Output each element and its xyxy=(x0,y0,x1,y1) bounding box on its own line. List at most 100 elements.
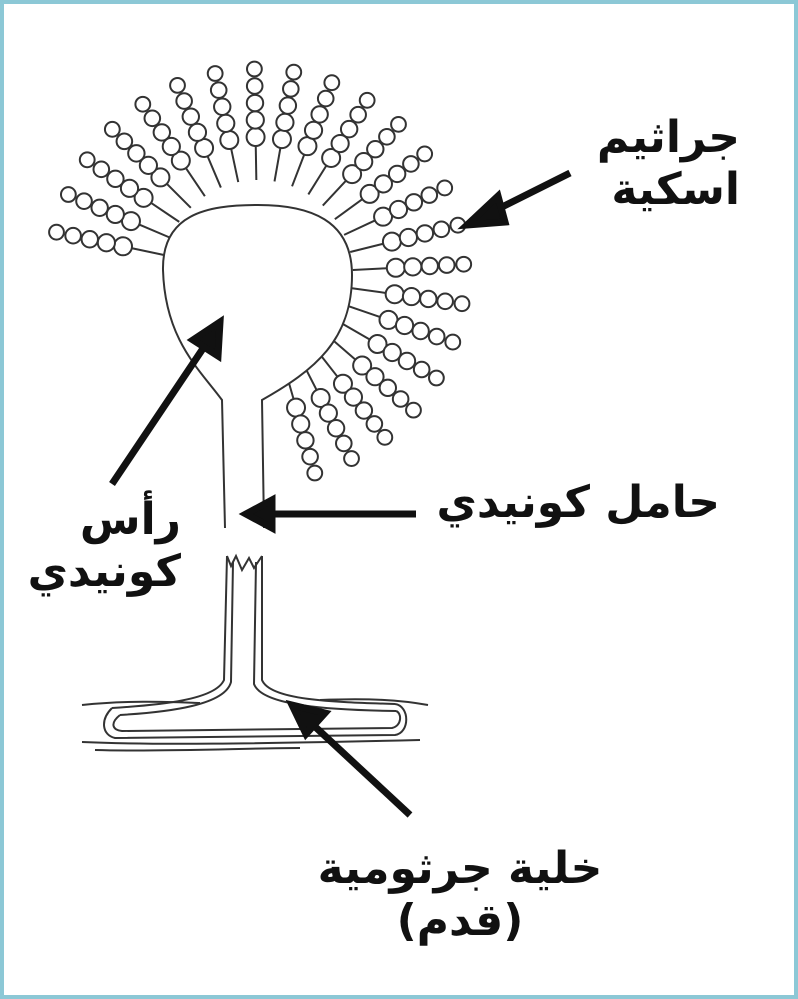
conidium xyxy=(367,416,383,432)
label-conidial-head-line-1: رأس xyxy=(6,494,181,546)
conidium xyxy=(404,258,421,275)
sterigma xyxy=(292,154,305,187)
conidium xyxy=(76,193,92,209)
conidium xyxy=(135,97,150,112)
sterigma xyxy=(344,220,376,235)
conidium xyxy=(98,234,115,251)
sterigma xyxy=(350,244,384,252)
sterigma xyxy=(348,306,381,317)
conidium xyxy=(247,128,265,146)
conidium xyxy=(386,285,404,303)
conidium xyxy=(247,78,263,94)
sterigma xyxy=(352,288,387,293)
conidium xyxy=(287,399,305,417)
conidium xyxy=(406,403,421,418)
conidium xyxy=(94,162,110,178)
conidium xyxy=(445,335,460,350)
conidium xyxy=(311,106,327,122)
conidium xyxy=(80,152,95,167)
sterigma xyxy=(131,248,165,255)
conidium xyxy=(380,380,396,396)
conidium xyxy=(247,111,264,128)
conidium xyxy=(437,294,453,310)
conidium xyxy=(189,124,206,141)
conidium xyxy=(387,259,405,277)
label-conidiophore-line-1: حامل كونيدي xyxy=(420,477,720,529)
conidium xyxy=(341,121,357,137)
conidium xyxy=(154,124,170,140)
conidium xyxy=(307,466,322,481)
conidium xyxy=(356,402,372,418)
label-conidial-head: رأس كونيدي xyxy=(6,494,181,598)
conidium xyxy=(292,415,309,432)
conidium xyxy=(391,117,406,132)
conidium xyxy=(399,353,415,369)
conidium xyxy=(247,95,263,111)
conidium xyxy=(145,111,161,127)
label-ascospores: جراثيم اسكية xyxy=(560,112,740,216)
conidium xyxy=(437,181,452,196)
foot-cell-inner xyxy=(113,711,400,731)
conidium xyxy=(128,145,144,161)
conidium xyxy=(305,122,322,139)
conidium xyxy=(217,115,234,132)
sterigma xyxy=(150,202,179,222)
conidium xyxy=(414,362,430,378)
sterigma xyxy=(335,199,363,220)
conidium xyxy=(421,187,437,203)
conidium xyxy=(208,66,223,81)
conidium xyxy=(297,432,313,448)
conidium xyxy=(403,288,420,305)
label-ascospores-line-1: جراثيم xyxy=(560,112,740,164)
conidium xyxy=(344,451,359,466)
conidium xyxy=(422,258,438,274)
conidium xyxy=(383,233,401,251)
conidium xyxy=(324,75,339,90)
conidium xyxy=(82,231,98,247)
arrow-head-line xyxy=(112,344,206,484)
label-conidiophore: حامل كونيدي xyxy=(420,477,720,529)
conidium xyxy=(302,449,318,465)
conidium xyxy=(214,99,230,115)
conidium xyxy=(456,257,471,272)
conidium xyxy=(318,91,334,107)
conidium xyxy=(114,237,132,255)
conidium xyxy=(328,420,344,436)
conidium xyxy=(429,329,445,345)
conidium xyxy=(49,225,64,240)
conidium xyxy=(183,108,199,124)
conidium xyxy=(403,156,419,172)
conidium xyxy=(406,194,422,210)
sterigma xyxy=(340,323,370,341)
sterigma xyxy=(207,155,221,187)
label-conidial-head-line-2: كونيدي xyxy=(6,546,181,598)
conidium xyxy=(417,147,432,162)
conidium xyxy=(417,225,433,241)
conidium xyxy=(379,129,395,145)
conidium xyxy=(176,93,192,109)
stalk-outer-right xyxy=(262,556,395,704)
conidium xyxy=(61,187,76,202)
conidium xyxy=(273,130,291,148)
conidium xyxy=(170,78,185,93)
label-ascospores-line-2: اسكية xyxy=(560,164,740,216)
sterigma xyxy=(138,224,170,238)
hypha-bottom-line xyxy=(82,740,420,751)
conidium xyxy=(390,201,407,218)
conidium xyxy=(455,296,470,311)
conidium xyxy=(105,122,120,137)
conidium xyxy=(276,114,293,131)
conidium xyxy=(389,166,405,182)
conidiophore-structure xyxy=(82,205,428,751)
conidium xyxy=(420,291,436,307)
arrow-spores-head xyxy=(467,196,505,225)
conidium xyxy=(379,311,397,329)
conidium xyxy=(117,134,133,150)
conidium xyxy=(367,141,383,157)
conidium xyxy=(107,206,124,223)
conidium xyxy=(393,391,409,407)
conidium xyxy=(377,430,392,445)
conidium xyxy=(65,228,81,244)
conidium xyxy=(396,317,413,334)
conidium xyxy=(211,82,227,98)
